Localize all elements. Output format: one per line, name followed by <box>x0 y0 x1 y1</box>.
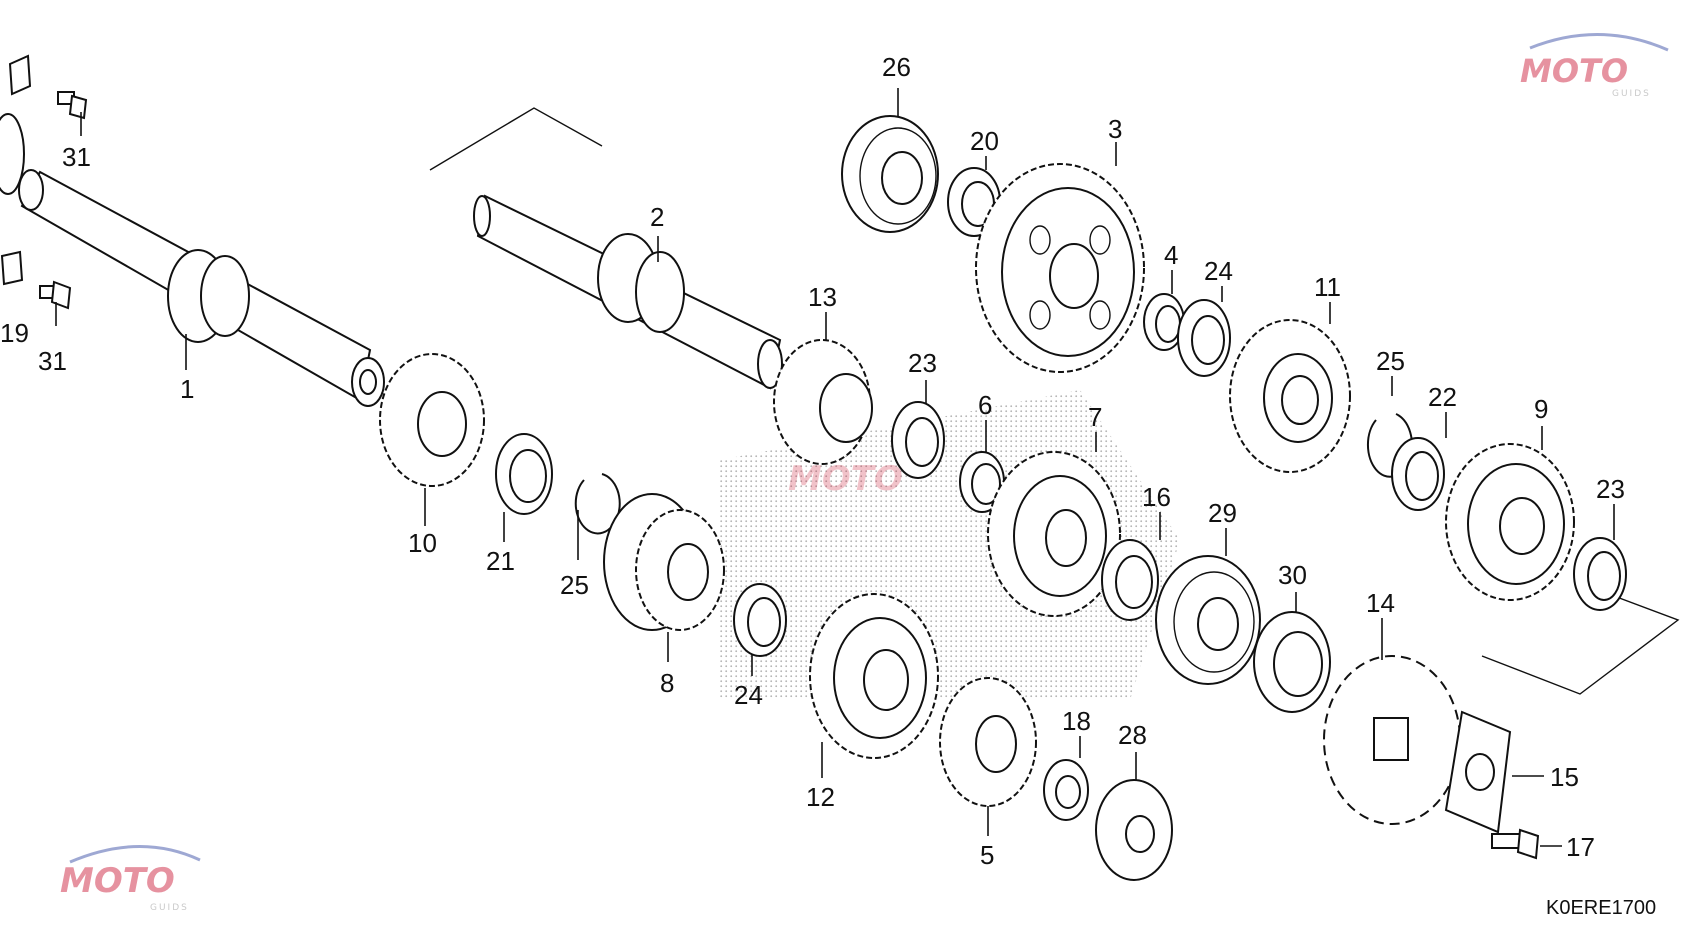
gear-3 <box>975 163 1145 373</box>
gear-8 <box>603 493 725 631</box>
watermark-logo-bottom-left: MOTO GUIDS <box>60 845 201 913</box>
plate-15 <box>1444 710 1512 834</box>
svg-text:GUIDS: GUIDS <box>1612 89 1651 99</box>
washer-22 <box>1391 437 1445 511</box>
watermark-logo-center: MOTO <box>788 459 903 499</box>
washer-24-top <box>1177 299 1231 377</box>
gear-10 <box>379 353 485 487</box>
label-25-left: 25 <box>560 570 589 600</box>
collar-6 <box>959 451 1005 513</box>
watermark-logo-top-right: MOTO GUIDS <box>1520 33 1669 99</box>
label-8: 8 <box>660 668 674 698</box>
label-13: 13 <box>808 282 837 312</box>
bolt-17 <box>1491 828 1540 860</box>
gear-11 <box>1229 319 1351 473</box>
svg-text:MOTO: MOTO <box>1520 52 1628 90</box>
label-6: 6 <box>978 390 992 420</box>
counter-shaft <box>473 194 783 390</box>
washer-24-bottom <box>733 583 787 657</box>
label-16: 16 <box>1142 482 1171 512</box>
bracket-bottom <box>1481 583 1680 695</box>
gear-7 <box>987 451 1121 617</box>
edge-part-top <box>0 54 32 195</box>
label-4: 4 <box>1164 240 1178 270</box>
label-20: 20 <box>970 126 999 156</box>
bolt-31-top <box>57 91 88 120</box>
label-24-bottom: 24 <box>734 680 763 710</box>
bracket-top <box>429 107 603 171</box>
main-shaft <box>18 169 385 407</box>
bearing-29 <box>1155 555 1261 685</box>
label-3: 3 <box>1108 114 1122 144</box>
label-31-top: 31 <box>62 142 91 172</box>
label-11: 11 <box>1314 272 1341 302</box>
bearing-28 <box>1095 779 1173 881</box>
washer-21 <box>495 433 553 515</box>
label-5: 5 <box>980 840 994 870</box>
label-10: 10 <box>408 528 437 558</box>
label-1: 1 <box>180 374 194 404</box>
washer-23-middle <box>891 401 945 479</box>
gear-13 <box>773 339 873 465</box>
label-23-middle: 23 <box>908 348 937 378</box>
label-9: 9 <box>1534 394 1548 424</box>
svg-text:MOTO: MOTO <box>788 459 903 499</box>
plate-19 <box>0 250 24 286</box>
gear-12 <box>809 593 939 759</box>
gear-9 <box>1445 443 1575 601</box>
label-7: 7 <box>1088 402 1102 432</box>
svg-text:GUIDS: GUIDS <box>150 903 189 913</box>
label-31-bottom: 31 <box>38 346 67 376</box>
sprocket-14 <box>1323 655 1461 825</box>
gear-5 <box>939 677 1037 807</box>
washer-18 <box>1043 759 1089 821</box>
bolt-31-bottom <box>39 280 72 310</box>
collar-4 <box>1143 293 1185 351</box>
label-25-right: 25 <box>1376 346 1405 376</box>
part-labels: 31 31 19 1 2 26 20 3 4 24 11 25 22 9 23 … <box>0 52 1625 870</box>
label-14: 14 <box>1366 588 1395 618</box>
washer-16 <box>1101 539 1159 621</box>
clip-25-left <box>574 473 621 535</box>
label-12: 12 <box>806 782 835 812</box>
oil-seal-30 <box>1253 611 1331 713</box>
label-28: 28 <box>1118 720 1147 750</box>
label-22: 22 <box>1428 382 1457 412</box>
leader-lines <box>55 88 1615 847</box>
label-29: 29 <box>1208 498 1237 528</box>
label-23-right: 23 <box>1596 474 1625 504</box>
label-24-top: 24 <box>1204 256 1233 286</box>
label-30: 30 <box>1278 560 1307 590</box>
label-21: 21 <box>486 546 515 576</box>
label-15: 15 <box>1550 762 1579 792</box>
washer-23-right <box>1573 537 1627 611</box>
label-26: 26 <box>882 52 911 82</box>
diagram-code: K0ERE1700 <box>1546 897 1656 919</box>
svg-text:MOTO: MOTO <box>60 861 175 901</box>
label-18: 18 <box>1062 706 1091 736</box>
label-19: 19 <box>0 318 29 348</box>
bearing-26 <box>841 115 939 233</box>
label-17: 17 <box>1566 832 1595 862</box>
label-2: 2 <box>650 202 664 232</box>
